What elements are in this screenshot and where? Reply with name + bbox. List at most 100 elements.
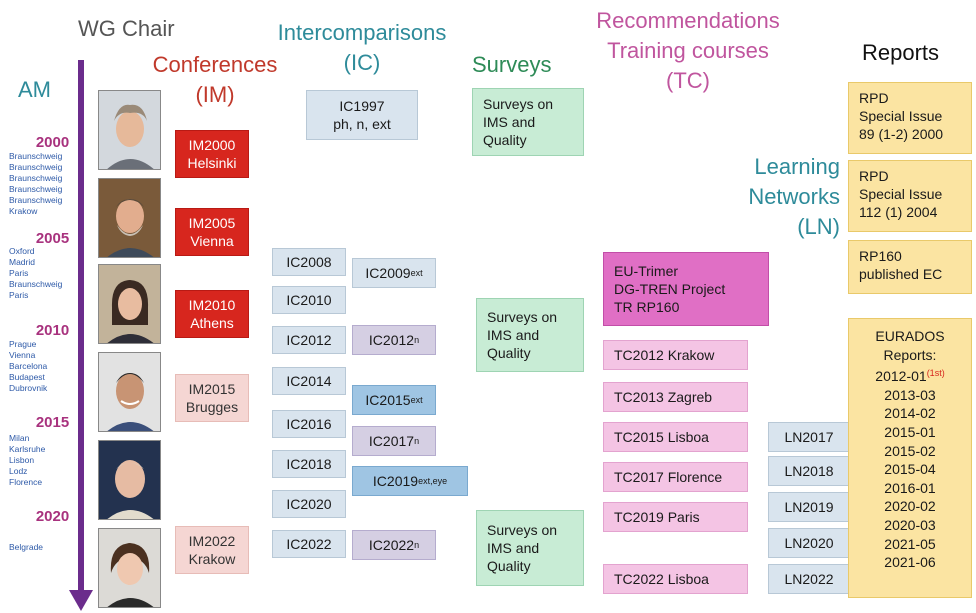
- city: Dubrovnik: [9, 383, 48, 394]
- survey-line: Surveys on: [487, 522, 558, 538]
- city: Madrid: [9, 257, 35, 268]
- intercomparison-label: IC2022: [368, 537, 415, 553]
- conference-city: Helsinki: [187, 155, 237, 171]
- chair-portrait: [98, 528, 161, 608]
- intercomparison-detail: ph, n, ext: [333, 116, 391, 132]
- survey-text: Surveys on IMS and Quality: [483, 95, 553, 149]
- timeline-year: 2000: [35, 134, 70, 151]
- eurados-report: 2016-01: [884, 479, 936, 496]
- eurados-report-first: 2012-01(1st): [849, 364, 971, 386]
- recommendations-header: Recommendations Training courses (TC): [568, 6, 808, 96]
- conferences-header-line1: Conferences: [152, 52, 278, 77]
- report-line: RP160: [859, 248, 902, 264]
- report-line: Special Issue: [859, 108, 943, 124]
- training-course-box: TC2017 Florence: [603, 462, 748, 492]
- conferences-header-line2: (IM): [195, 82, 235, 107]
- conference-box: IM2000 Helsinki: [175, 130, 249, 178]
- timeline-cities-group-5: Belgrade: [9, 542, 43, 553]
- intercomparison-label: IC2017: [368, 433, 415, 449]
- city: Paris: [9, 290, 29, 301]
- city: Belgrade: [9, 542, 44, 552]
- city: Budapest: [9, 372, 45, 383]
- timeline-arrow: [69, 60, 93, 611]
- project-box: EU-Trimer DG-TREN Project TR RP160: [603, 252, 769, 326]
- report-line: Special Issue: [859, 186, 943, 202]
- eurados-report: 2021-06: [884, 554, 936, 571]
- intercomparisons-header-line2: (IC): [343, 50, 381, 75]
- report-box-rpd-2000: RPD Special Issue 89 (1-2) 2000: [848, 82, 972, 154]
- training-course-box: TC2019 Paris: [603, 502, 748, 532]
- report-box-rp160: RP160 published EC: [848, 240, 972, 294]
- report-line: 112 (1) 2004: [859, 204, 938, 220]
- survey-line: IMS and: [487, 540, 540, 556]
- eurados-report: 2020-02: [884, 498, 936, 515]
- survey-text: Surveys on IMS and Quality: [487, 308, 557, 362]
- conference-name: IM2015: [188, 381, 236, 397]
- report-line: RPD: [859, 168, 889, 184]
- chair-portrait: [98, 90, 161, 170]
- intercomparison-box: IC2008: [272, 248, 346, 276]
- project-text: EU-Trimer DG-TREN Project TR RP160: [614, 262, 725, 316]
- timeline-year: 2020: [35, 508, 70, 525]
- learning-networks-header-line3: (LN): [797, 214, 840, 239]
- survey-line: Surveys on: [483, 96, 554, 112]
- survey-line: Quality: [487, 558, 531, 574]
- eurados-title: EURADOS: [875, 328, 945, 344]
- eurados-report: 2015-02: [884, 442, 936, 459]
- learning-network-box: LN2018: [768, 456, 850, 486]
- report-box-rpd-2004: RPD Special Issue 112 (1) 2004: [848, 160, 972, 232]
- conference-name: IM2010: [188, 297, 236, 313]
- reports-header: Reports: [862, 40, 940, 65]
- conference-box: IM2010 Athens: [175, 290, 249, 338]
- city: Lisbon: [9, 455, 35, 466]
- eurados-report: 2020-03: [884, 516, 936, 533]
- conference-city: Athens: [190, 315, 234, 331]
- person-icon: [99, 91, 160, 169]
- report-box-eurados: EURADOS Reports: 2012-01(1st) 2013-03 20…: [848, 318, 972, 598]
- eurados-report: 2015-04: [884, 461, 936, 478]
- eurados-report: 2012-01: [875, 368, 927, 385]
- learning-network-box: LN2020: [768, 528, 850, 558]
- chair-portrait: [98, 178, 161, 258]
- intercomparison-label: IC2019: [372, 473, 419, 489]
- wg-chair-header: WG Chair: [78, 16, 175, 41]
- timeline-year: 2005: [35, 230, 70, 247]
- conference-city: Brugges: [185, 399, 239, 415]
- intercomparison-subscript: n: [414, 436, 420, 446]
- intercomparison-label: IC1997: [339, 98, 385, 114]
- conference-city: Krakow: [188, 551, 236, 567]
- intercomparison-label: IC2009: [365, 265, 411, 281]
- intercomparison-box: IC2022: [272, 530, 346, 558]
- intercomparison-box: IC2020: [272, 490, 346, 518]
- survey-line: Quality: [483, 132, 527, 148]
- report-line: published EC: [859, 266, 943, 282]
- intercomparison-label: IC2015: [365, 392, 411, 408]
- city: Vienna: [9, 350, 36, 361]
- person-icon: [99, 441, 160, 519]
- intercomparison-box: IC2014: [272, 367, 346, 395]
- city: Braunschweig: [9, 151, 63, 161]
- timeline-cities-group-2: Oxford Madrid Paris Braunschweig Paris: [9, 246, 62, 301]
- timeline-cities-group-3: Prague Vienna Barcelona Budapest Dubrovn…: [9, 339, 47, 394]
- training-course-box: TC2012 Krakow: [603, 340, 748, 370]
- city: Milan: [9, 433, 30, 443]
- recommendations-header-line2: Training courses: [607, 38, 769, 63]
- city: Braunschweig: [9, 184, 63, 195]
- city: Barcelona: [9, 361, 48, 372]
- intercomparison-box: IC2012: [272, 326, 346, 354]
- intercomparison-box: IC2018: [272, 450, 346, 478]
- survey-box: Surveys on IMS and Quality: [476, 510, 584, 586]
- recommendations-header-line3: (TC): [666, 68, 710, 93]
- city: Braunschweig: [9, 173, 63, 184]
- survey-text: Surveys on IMS and Quality: [487, 521, 557, 575]
- timeline-cities-group-4: Milan Karlsruhe Lisbon Lodz Florence: [9, 433, 45, 488]
- training-course-box: TC2022 Lisboa: [603, 564, 748, 594]
- city: Braunschweig: [9, 162, 63, 173]
- surveys-header: Surveys: [472, 52, 552, 77]
- city: Prague: [9, 339, 37, 349]
- survey-line: IMS and: [487, 327, 540, 343]
